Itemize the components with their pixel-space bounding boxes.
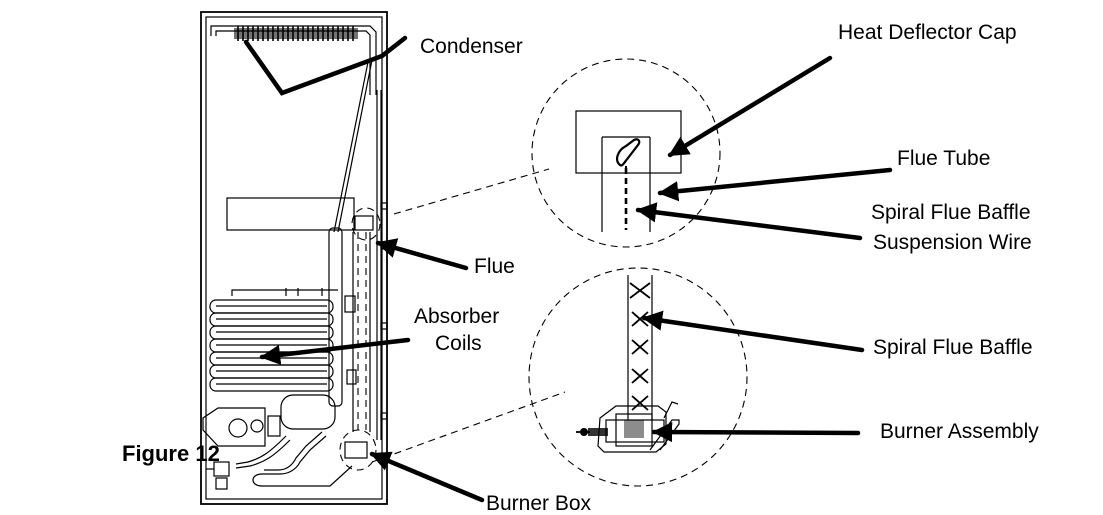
arrow-burner-box — [369, 451, 485, 503]
flue-top-detail-marker — [351, 207, 381, 241]
label-suspension-wire-line2: Suspension Wire — [873, 231, 1032, 254]
label-flue-tube: Flue Tube — [897, 147, 990, 170]
label-spiral-flue-baffle: Spiral Flue Baffle — [873, 336, 1033, 359]
lower-components — [202, 394, 368, 490]
upper-zoom-leader — [393, 168, 550, 215]
arrow-heat-deflector-cap — [667, 55, 833, 158]
cabinet-inner-outline — [205, 16, 383, 500]
figure-label: Figure 12 — [122, 441, 220, 466]
suspension-wire-hook — [616, 138, 641, 167]
label-burner-assembly: Burner Assembly — [880, 420, 1039, 443]
condenser-pointer — [243, 35, 408, 96]
cabinet-outline — [200, 11, 388, 505]
absorber-coils — [209, 288, 338, 392]
spiral-baffle-pattern — [629, 282, 651, 411]
burner-detail-marker — [339, 429, 377, 471]
label-flue: Flue — [474, 255, 515, 278]
evaporator-panel — [226, 197, 355, 231]
flue-column — [328, 90, 382, 440]
refrigerator-back-view — [200, 11, 408, 505]
arrow-absorber-coils — [259, 337, 411, 365]
lower-zoom-detail — [528, 267, 748, 487]
lower-zoom-leader — [371, 391, 566, 463]
label-absorber-line1: Absorber — [414, 305, 499, 328]
label-absorber-line2: Coils — [435, 332, 482, 355]
arrow-burner-assembly — [651, 421, 861, 443]
condenser-drain-tube — [337, 59, 373, 233]
label-suspension-wire-line1: Spiral Flue Baffle — [871, 201, 1031, 224]
arrow-spiral-flue-baffle — [641, 310, 865, 353]
label-burner-box: Burner Box — [486, 492, 592, 515]
label-condenser: Condenser — [420, 35, 523, 58]
condenser-coil — [210, 25, 377, 95]
heat-deflector-cap-shape — [575, 110, 682, 174]
arrow-suspension-wire — [635, 202, 863, 241]
arrow-flue — [375, 238, 469, 271]
arrow-flue-tube — [657, 167, 893, 202]
label-heat-deflector-cap: Heat Deflector Cap — [838, 21, 1017, 44]
